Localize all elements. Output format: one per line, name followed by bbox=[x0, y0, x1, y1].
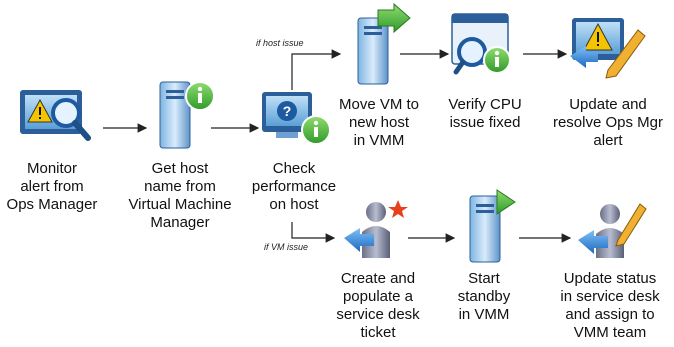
monitor-help-info-icon: ? bbox=[262, 92, 331, 145]
step-label-start-standby: Start standby in VMM bbox=[457, 270, 511, 323]
monitor-warning-magnifier-icon bbox=[20, 90, 91, 141]
branch-label-vm-issue: if VM issue bbox=[264, 242, 309, 252]
step-label-get-host-name: Get host name from Virtual Machine Manag… bbox=[128, 160, 232, 231]
svg-text:?: ? bbox=[283, 103, 292, 119]
step-label-update-resolve: Update and resolve Ops Mgr alert bbox=[552, 96, 664, 149]
step-label-monitor-alert: Monitor alert from Ops Manager bbox=[6, 160, 98, 213]
server-info-icon bbox=[159, 81, 215, 149]
arrow-check-to-move-vm bbox=[291, 49, 342, 90]
arrow-check-to-create-ticket bbox=[291, 222, 336, 243]
user-star-icon bbox=[344, 200, 408, 258]
step-label-check-performance: Check performance on host bbox=[251, 160, 337, 213]
server-play-icon bbox=[469, 189, 516, 263]
step-label-verify-cpu: Verify CPU issue fixed bbox=[448, 96, 522, 131]
step-label-move-vm: Move VM to new host in VMM bbox=[338, 96, 420, 149]
step-label-create-ticket: Create and populate a service desk ticke… bbox=[336, 270, 420, 341]
server-arrow-icon bbox=[357, 2, 411, 85]
branch-label-host-issue: if host issue bbox=[256, 38, 304, 48]
step-label-update-status: Update status in service desk and assign… bbox=[560, 270, 660, 341]
warning-pencil-icon bbox=[570, 18, 646, 79]
window-magnifier-info-icon bbox=[451, 13, 511, 75]
user-pencil-icon bbox=[578, 203, 647, 258]
